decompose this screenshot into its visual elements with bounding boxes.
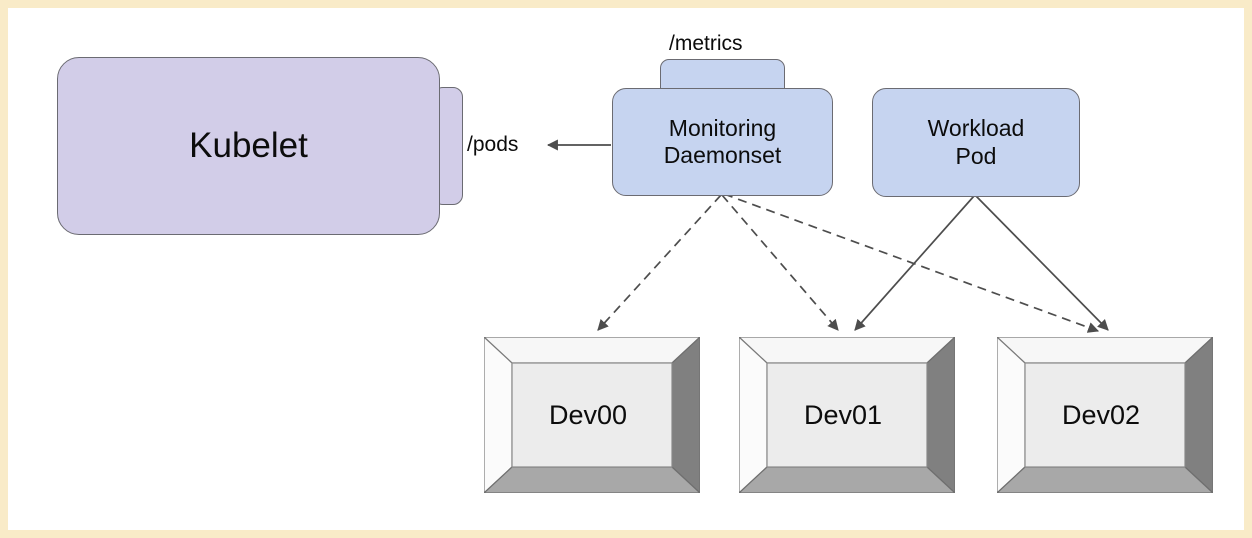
workload-label-line2: Pod bbox=[955, 142, 997, 169]
dev02-cube-shape bbox=[997, 337, 1213, 493]
dev01-cube-shape bbox=[739, 337, 955, 493]
node-workload-pod[interactable]: Workload Pod bbox=[872, 88, 1080, 197]
node-dev00-label: Dev00 bbox=[548, 399, 628, 430]
node-dev01[interactable]: Dev01 bbox=[739, 337, 955, 493]
edge-label-metrics: /metrics bbox=[669, 32, 743, 55]
node-dev02[interactable]: Dev02 bbox=[997, 337, 1213, 493]
daemonset-label-line1: Monitoring bbox=[668, 114, 777, 141]
node-kubelet-label: Kubelet bbox=[189, 126, 308, 166]
edge-label-pods: /pods bbox=[467, 133, 519, 156]
workload-label-line1: Workload bbox=[927, 115, 1025, 142]
node-dev01-label: Dev01 bbox=[803, 399, 883, 430]
daemonset-label-line2: Daemonset bbox=[663, 142, 782, 168]
dev00-cube-shape bbox=[484, 337, 700, 493]
node-dev00[interactable]: Dev00 bbox=[484, 337, 700, 493]
node-workload-pod-label: Workload Pod bbox=[928, 115, 1025, 169]
node-dev02-label: Dev02 bbox=[1061, 399, 1141, 430]
node-monitoring-daemonset-label: Monitoring Daemonset bbox=[664, 115, 782, 169]
node-kubelet[interactable]: Kubelet bbox=[57, 57, 440, 235]
node-monitoring-daemonset[interactable]: Monitoring Daemonset bbox=[612, 88, 833, 196]
